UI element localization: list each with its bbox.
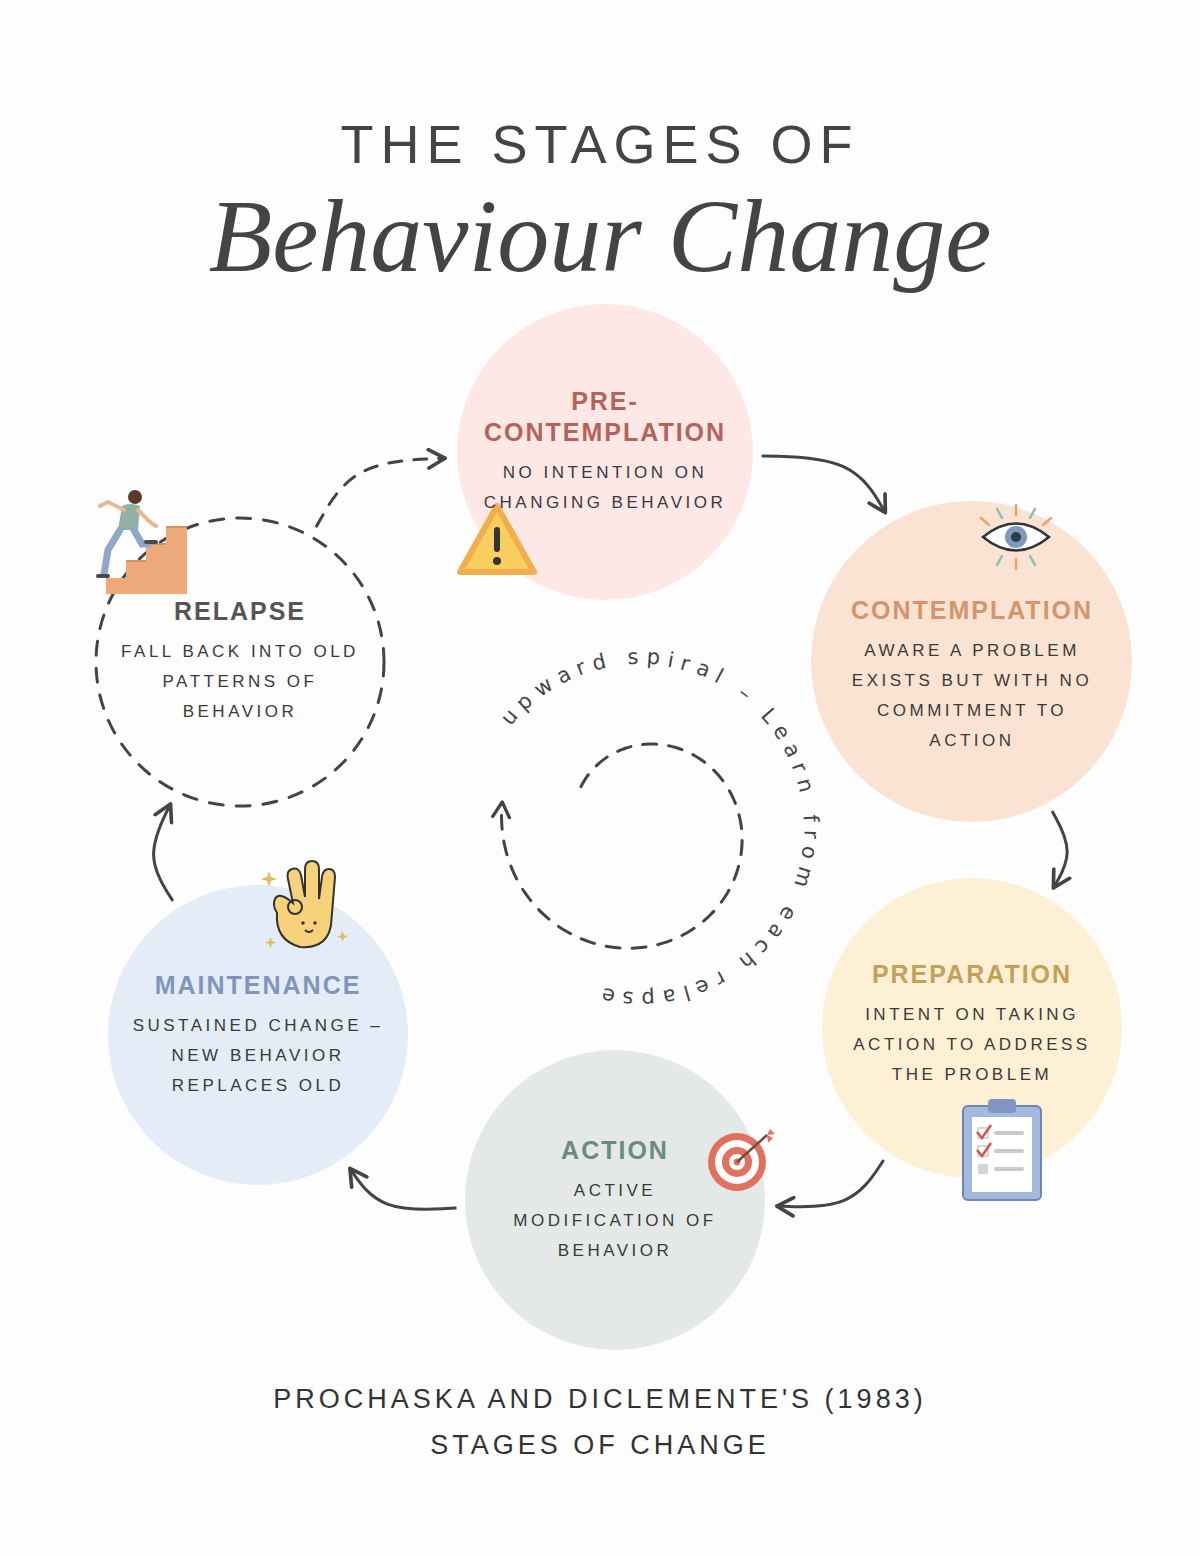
spiral-letter: d [590, 651, 608, 675]
spiral-letter: f [800, 814, 821, 823]
stage-text-group: PREPARATION INTENT ON TAKING ACTION TO AD… [846, 959, 1098, 1090]
stage-text-group: ACTION ACTIVE MODIFICATION OF BEHAVIOR [489, 1135, 741, 1266]
stage-circle: PREPARATION INTENT ON TAKING ACTION TO AD… [822, 878, 1122, 1178]
stage-heading: RELAPSE [114, 596, 366, 627]
stage-text-group: RELAPSE FALL BACK INTO OLD PATTERNS OF BE… [114, 596, 366, 727]
spiral-letter: r [573, 657, 588, 680]
cycle-arrow [154, 804, 173, 900]
spiral-letter: r [800, 829, 821, 838]
stage-circle: PRE- CONTEMPLATION NO INTENTION ON CHANGI… [457, 304, 753, 600]
spiral-letter: a [764, 919, 789, 942]
stage-circle: CONTEMPLATION AWARE A PROBLEM EXISTS BUT … [811, 501, 1132, 822]
spiral-letter: – [734, 682, 755, 705]
spiral-letter: r [711, 967, 728, 990]
spiral-letter: o [797, 845, 820, 861]
spiral-letter: a [780, 740, 805, 761]
stage-circle: ACTION ACTIVE MODIFICATION OF BEHAVIOR [465, 1050, 765, 1350]
stage-circle: MAINTENANCE SUSTAINED CHANGE – NEW BEHAVI… [108, 885, 408, 1185]
circle-shape [822, 878, 1122, 1178]
spiral-letter [612, 648, 622, 670]
spiral-letter: e [769, 721, 794, 743]
spiral-letter [725, 960, 742, 981]
spiral-letter: n [793, 777, 817, 795]
stage-text-group: PRE- CONTEMPLATION NO INTENTION ON CHANGI… [479, 386, 731, 518]
circle-shape [108, 885, 408, 1185]
stage-heading: PRE- CONTEMPLATION [479, 386, 731, 448]
stage-description: INTENT ON TAKING ACTION TO ADDRESS THE P… [846, 1000, 1098, 1090]
cycle-arrow [350, 1168, 455, 1209]
spiral-letter: u [498, 706, 523, 730]
cycle-arrow [763, 456, 885, 513]
spiral-letter: e [600, 984, 617, 1007]
stage-description: ACTIVE MODIFICATION OF BEHAVIOR [489, 1176, 741, 1266]
spiral-letter: a [553, 663, 574, 688]
diagram-title: Behaviour Change [0, 176, 1200, 296]
circle-shape [96, 518, 384, 806]
spiral-letter: p [646, 647, 661, 669]
stage-text-group: MAINTENANCE SUSTAINED CHANGE – NEW BEHAVI… [132, 970, 384, 1101]
spiral-letter: w [530, 674, 556, 701]
circle-shape [465, 1050, 765, 1350]
dashed-stage-circle: RELAPSE FALL BACK INTO OLD PATTERNS OF BE… [94, 516, 386, 808]
spiral-letter: a [661, 984, 677, 1007]
circle-outline [465, 1050, 765, 1350]
spiral-letter: e [775, 902, 800, 924]
upward-spiral-arrow [502, 744, 743, 948]
spiral-letter: l [711, 666, 726, 687]
spiral-letter: m [790, 864, 816, 890]
spiral-letter: s [622, 987, 634, 1009]
stair-climber-figure [98, 490, 187, 594]
stage-description: AWARE A PROBLEM EXISTS BUT WITH NO COMMI… [846, 636, 1098, 756]
circle-outline [94, 516, 386, 808]
spiral-letter: r [788, 760, 811, 776]
circle-outline [457, 304, 753, 600]
circle-shape [457, 304, 753, 600]
dashed-cycle-arrow [317, 458, 445, 526]
stage-heading: ACTION [489, 1135, 741, 1166]
spiral-letter [785, 890, 807, 905]
stage-heading: PREPARATION [846, 959, 1098, 990]
title-lead: THE STAGES OF [0, 112, 1200, 176]
circle-outline [811, 501, 1132, 822]
spiral-letter: c [751, 935, 774, 958]
spiral-letter: p [513, 690, 537, 715]
spiral-letter: h [736, 948, 760, 973]
circle-outline [108, 885, 408, 1185]
spiral-letter: L [757, 705, 781, 728]
cycle-arrow [1053, 812, 1067, 888]
stage-heading: MAINTENANCE [132, 970, 384, 1001]
stage-description: NO INTENTION ON CHANGING BEHAVIOR [479, 458, 731, 518]
circle-shape [811, 501, 1132, 822]
stage-description: FALL BACK INTO OLD PATTERNS OF BEHAVIOR [114, 637, 366, 727]
spiral-letter: p [641, 987, 655, 1009]
circle-outline [822, 878, 1122, 1178]
spiral-letter [723, 673, 740, 694]
spiral-letter: a [693, 658, 713, 682]
clipboard-icon [963, 1099, 1041, 1200]
spiral-letter [798, 799, 820, 809]
spiral-letter: r [678, 652, 692, 675]
spiral-letter [747, 694, 766, 714]
cycle-arrow [777, 1161, 883, 1207]
source-caption: PROCHASKA AND DICLEMENTE'S (1983) STAGES… [220, 1376, 980, 1468]
spiral-letter: s [627, 647, 639, 668]
spiral-letter: e [693, 974, 713, 998]
spiral-letter: l [681, 981, 692, 1003]
stage-description: SUSTAINED CHANGE – NEW BEHAVIOR REPLACES… [132, 1011, 384, 1101]
stage-text-group: CONTEMPLATION AWARE A PROBLEM EXISTS BUT … [846, 595, 1098, 756]
stage-heading: CONTEMPLATION [846, 595, 1098, 626]
spiral-letter: i [666, 649, 676, 671]
